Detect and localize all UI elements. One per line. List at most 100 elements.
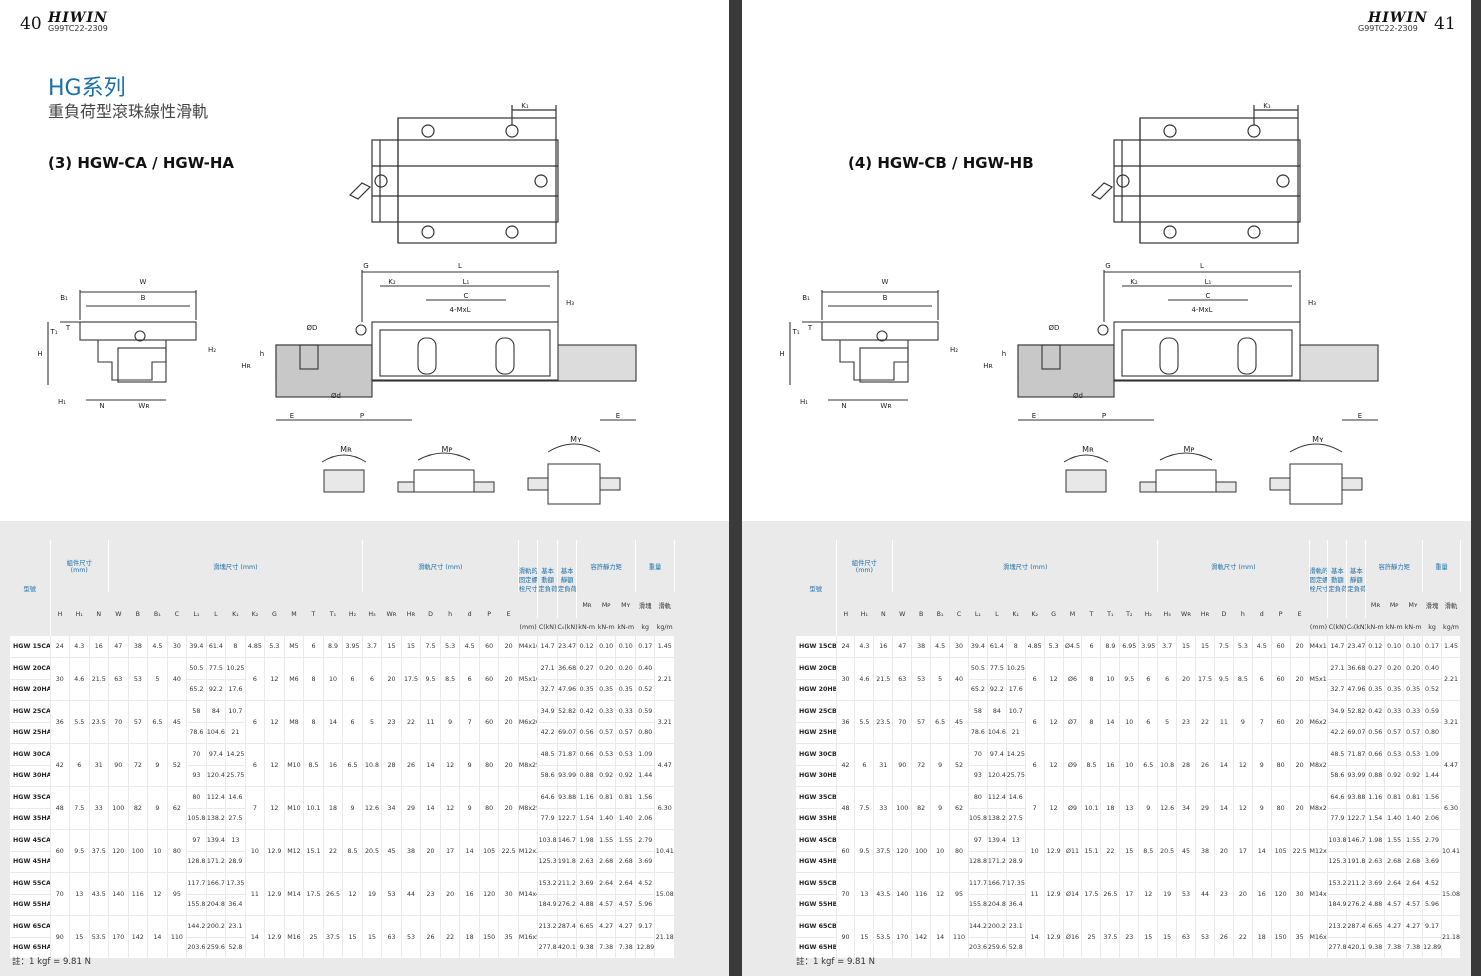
model-cell: HGW 35HA	[10, 808, 51, 830]
cell: 7	[1252, 700, 1272, 744]
cell: 48	[836, 786, 856, 830]
cell: 7	[245, 786, 266, 830]
cell: 21.18	[654, 915, 675, 959]
cell: 20	[1290, 700, 1310, 744]
cell: 50.5	[968, 657, 988, 680]
dim-label: H₂	[950, 346, 958, 354]
cell: 63	[381, 915, 402, 959]
cell: 60	[1271, 636, 1291, 658]
cell: Ø6	[1063, 657, 1083, 701]
cell: 71.87	[1346, 743, 1367, 766]
cell: 200.2	[987, 915, 1007, 938]
cell: 0.92	[1403, 765, 1424, 787]
cell: 28	[381, 743, 402, 787]
cell: 12	[1233, 743, 1253, 787]
cell: 0.52	[635, 679, 656, 701]
unit: kN-m	[1404, 623, 1422, 631]
col-assembly: 組件尺寸(mm)	[50, 540, 110, 592]
cell: 18	[1252, 915, 1272, 959]
cell: 139.4	[206, 829, 227, 852]
col-16: H₂	[1144, 610, 1152, 618]
cell: 144.2	[186, 915, 207, 938]
cell: 6	[303, 636, 324, 658]
col-24: E	[1297, 610, 1302, 618]
cell: 6.65	[576, 915, 597, 938]
cell: 22	[1233, 915, 1253, 959]
cell: 71.87	[557, 743, 578, 766]
cell: 1.16	[1365, 786, 1386, 809]
cell: 6.5	[1138, 743, 1159, 787]
cell: 9.5	[420, 657, 441, 701]
cell: 6	[1025, 657, 1045, 701]
cell: 20	[381, 657, 402, 701]
cell: 6	[245, 743, 266, 787]
dim-label: Mᴘ	[441, 445, 452, 454]
cell: 9.17	[635, 915, 656, 938]
cell: 1.40	[1384, 808, 1405, 830]
cell: 0.35	[615, 679, 636, 701]
cell: 15	[1176, 636, 1197, 658]
spec-table: 型號 組件尺寸(mm) 滑塊尺寸 (mm) 滑軌尺寸 (mm) 滑軌的固定螺栓尺…	[796, 540, 1461, 959]
col-bolt: 滑軌的固定螺栓尺寸	[518, 540, 539, 618]
cell: 5.96	[1422, 894, 1442, 916]
cell: 203.6	[186, 937, 207, 959]
cell: 4.52	[635, 872, 656, 895]
cell: 10.1	[303, 786, 324, 830]
cell: 1.56	[1422, 786, 1442, 809]
cell: 15	[1138, 915, 1159, 959]
model-cell: HGW 20HA	[10, 679, 51, 701]
cell: 0.80	[635, 722, 656, 744]
cell: 39.4	[968, 636, 988, 658]
cell: 53.5	[873, 915, 894, 959]
cell: 30	[836, 657, 856, 701]
cell: 11	[1214, 700, 1234, 744]
cell: 64.6	[537, 786, 558, 809]
cell: 1.09	[1422, 743, 1442, 766]
cell: 17	[440, 829, 461, 873]
cell: 53	[1176, 872, 1197, 916]
cell: 14	[323, 700, 344, 744]
cell: 6.30	[654, 786, 675, 830]
cell: 45	[381, 829, 402, 873]
cell: 0.35	[1384, 679, 1405, 701]
cell: 12	[1233, 786, 1253, 830]
cell: 52	[167, 743, 188, 787]
cell: 10	[1025, 829, 1045, 873]
dim-label: E	[1032, 412, 1036, 420]
cell: 6	[1157, 657, 1178, 701]
cell: 259.6	[206, 937, 227, 959]
cell: 77.9	[537, 808, 558, 830]
model-cell: HGW 20HB	[796, 679, 837, 701]
cell: 8.5	[303, 743, 324, 787]
cell: 20	[1290, 657, 1310, 701]
cell: 0.92	[596, 765, 617, 787]
cell: 105.8	[968, 808, 988, 830]
col-model: 型號	[10, 540, 51, 636]
cell: 0.42	[1365, 700, 1386, 723]
dim-label: N	[99, 402, 104, 410]
cell: 0.53	[1403, 743, 1424, 766]
cell: 58	[968, 700, 988, 723]
cell: 12	[440, 786, 461, 830]
cell: 22	[1195, 700, 1215, 744]
cell: 6	[342, 700, 363, 744]
cell: 8.5	[440, 657, 461, 701]
col-14: T₁	[329, 610, 337, 618]
top-view	[1090, 105, 1301, 244]
col-5: B₁	[153, 610, 161, 618]
dim-label: E	[1358, 412, 1362, 420]
cell: 21.18	[1441, 915, 1461, 959]
col-4: B	[918, 610, 924, 618]
cell: 0.35	[576, 679, 597, 701]
cell: 93	[968, 765, 988, 787]
cell: 3.21	[654, 700, 675, 744]
cell: 9	[342, 786, 363, 830]
cell: 8	[303, 700, 324, 744]
cell: 15	[1195, 636, 1215, 658]
